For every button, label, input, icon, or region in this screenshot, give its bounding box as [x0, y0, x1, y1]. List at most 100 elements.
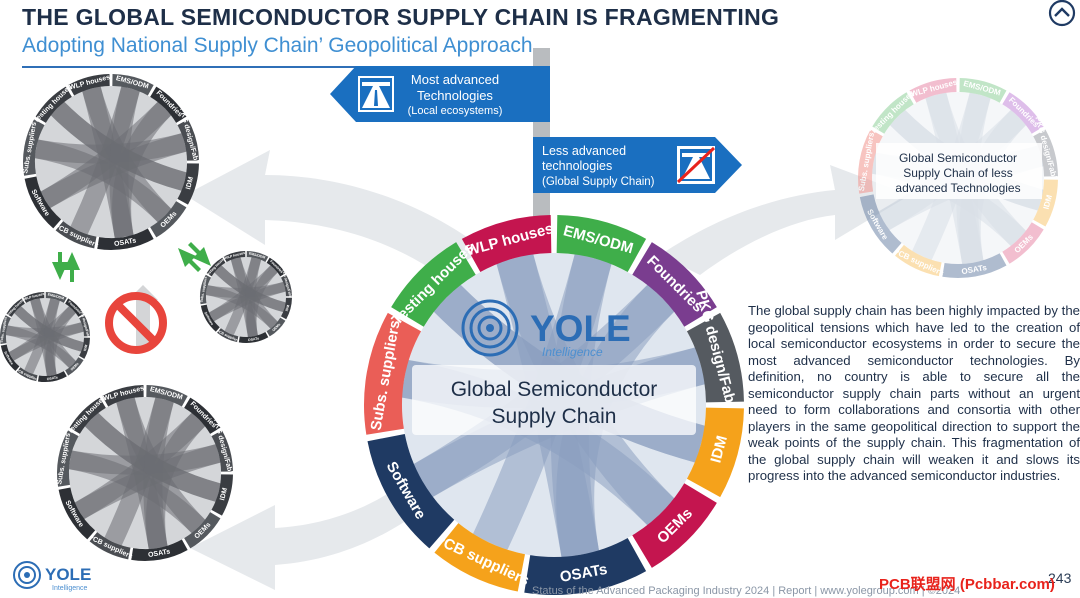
main-logo-sub: Intelligence	[542, 345, 603, 359]
wheel-less-segment-software	[859, 194, 902, 254]
wheel-less-segment-oems	[1002, 222, 1044, 264]
wheel-bottom-segment-foundries	[184, 397, 221, 434]
wheel-left-chord	[5, 325, 77, 369]
footer-logo-name: YOLE	[45, 565, 91, 584]
wheel-left-segment-testing-houses	[6, 298, 25, 317]
main-wheel-segment-pcb-suppliers	[434, 523, 525, 592]
wheel-left-segment-subs-suppliers	[0, 315, 11, 345]
main-wheel-segment-subs-suppliers	[364, 312, 422, 435]
wheel-right-segment-oems	[266, 317, 286, 337]
wheel-right-label-osats: OSATs	[248, 336, 260, 342]
scroll-top-button[interactable]	[1047, 0, 1077, 28]
title-underline	[22, 66, 502, 68]
main-wheel-segment-foundries	[632, 242, 717, 327]
wheel-right-segment-wlp-houses	[223, 251, 246, 263]
wheel-bottom-segment-pcb-suppliers	[89, 532, 131, 560]
wheel-left-segment-software	[0, 344, 20, 371]
wheel-right-label-wlp-houses: WLP houses	[224, 251, 245, 260]
wheel-top-segment-oems	[150, 201, 187, 238]
sign-less-line1: Less advanced	[542, 144, 626, 158]
main-center-line2: Supply Chain	[492, 405, 617, 428]
main-center-box	[412, 365, 696, 435]
wheel-top-segment-idm	[177, 163, 199, 205]
wheel-top-segment-wlp-houses	[68, 74, 110, 96]
footer-logo: YOLE Intelligence	[13, 561, 91, 592]
wheel-right-segment-pcb-suppliers	[217, 328, 239, 343]
main-wheel-segment-software	[367, 434, 455, 549]
right-wheel-line1: Global Semiconductor	[899, 151, 1017, 165]
wheel-right-segment-pkg-design-fabless	[280, 274, 292, 297]
wheel-right-segment-osats	[238, 331, 269, 343]
wheel-right-label-idm: IDM	[285, 304, 291, 311]
footer-source: Status of the Advanced Packaging Industr…	[532, 585, 961, 597]
wheel-right-segment-foundries	[266, 257, 286, 277]
wheel-less-segment-pkg-design-fabless	[1033, 129, 1058, 177]
blocked-arrows	[128, 285, 158, 350]
wheel-top-chord	[34, 139, 172, 223]
wheel-left-label-software: Software	[3, 351, 14, 366]
wheel-right-segment-ems-odm	[246, 251, 269, 263]
wheel-bottom-segment-idm	[211, 474, 233, 516]
wheel-bottom-chord	[68, 450, 206, 534]
wheel-bottom-segment-ems-odm	[146, 385, 188, 407]
wheel-top-segment-osats	[97, 228, 154, 250]
wheel-less-label-idm: IDM	[1042, 194, 1055, 211]
main-wheel-segment-wlp-houses	[461, 215, 552, 273]
wheel-less-label-osats: OSATs	[961, 263, 988, 276]
wheel-right-chord	[205, 285, 278, 329]
wheel-bottom-label-idm: IDM	[219, 487, 229, 501]
wheel-bottom-segment-software	[58, 487, 96, 540]
main-wheel-segment-idm	[686, 407, 744, 498]
wheel-less-segment-testing-houses	[872, 92, 914, 134]
wheel-top-segment-pcb-suppliers	[55, 221, 97, 249]
wheel-top-label-osats: OSATs	[114, 237, 137, 248]
main-wheel-segment-oems	[632, 483, 717, 568]
wheel-bottom-segment-osats	[131, 539, 188, 561]
wheel-left-label-idm: IDM	[83, 344, 89, 351]
wheel-left-segment-oems	[65, 357, 84, 376]
wheel-left-segment-pkg-design-fabless	[79, 315, 90, 337]
wheel-bottom-segment-testing-houses	[69, 397, 106, 434]
wheel-left-segment-wlp-houses	[23, 292, 45, 303]
wheel-right-segment-testing-houses	[206, 257, 226, 277]
wheel-bottom-label-osats: OSATs	[148, 548, 171, 559]
wheel-left-segment-pcb-suppliers	[16, 367, 38, 382]
wheel-right-segment-subs-suppliers	[199, 274, 212, 305]
collaboration-arrows-right	[178, 242, 211, 272]
highway-icon	[360, 78, 392, 110]
prohibited-icon	[105, 292, 167, 354]
main-wheel-segment-testing-houses	[391, 242, 476, 327]
highway-crossed-icon	[676, 146, 716, 184]
wheel-less-segment-osats	[942, 253, 1007, 279]
wheel-right-label-subs-suppliers: Subs. suppliers	[199, 276, 207, 302]
wheel-left-segment-osats	[37, 371, 67, 383]
wheel-top-label-idm: IDM	[185, 176, 195, 190]
watermark: PCB联盟网 (Pcbbar.com)	[879, 576, 1055, 593]
wheel-less-segment-wlp-houses	[909, 78, 957, 103]
wheel-top-segment-pkg-design-fabless	[177, 119, 199, 161]
flow-arrows	[185, 150, 910, 590]
wheel-top-segment-testing-houses	[35, 86, 72, 123]
sign-most-line3: (Local ecosystems)	[408, 105, 503, 117]
wheel-less-segment-pcb-suppliers	[895, 244, 942, 277]
wheel-left-label-oems: OEMs	[70, 362, 80, 372]
wheel-right-chord	[245, 257, 262, 338]
main-center-line1: Global Semiconductor	[451, 378, 658, 401]
sign-most-advanced: Most advanced Technologies (Local ecosys…	[330, 66, 550, 122]
page-title: THE GLOBAL SEMICONDUCTOR SUPPLY CHAIN IS…	[22, 4, 780, 30]
wheel-right-segment-idm	[280, 297, 292, 320]
wheel-top-segment-ems-odm	[112, 74, 154, 96]
main-wheel-logo: YOLE Intelligence	[461, 299, 631, 359]
wheel-right-label-software: Software	[203, 311, 214, 326]
sign-most-line2: Technologies	[417, 88, 493, 103]
wheel-left-segment-foundries	[65, 298, 84, 317]
wheel-top-segment-subs-suppliers	[23, 119, 45, 176]
sign-most-line1: Most advanced	[411, 72, 499, 87]
wheel-less-segment-foundries	[1002, 92, 1044, 134]
page-number: 243	[1048, 570, 1072, 586]
wheel-left-segment-idm	[79, 337, 90, 359]
wheel-left-label-osats: OSATs	[46, 375, 58, 381]
collaboration-arrows-left	[52, 252, 80, 282]
